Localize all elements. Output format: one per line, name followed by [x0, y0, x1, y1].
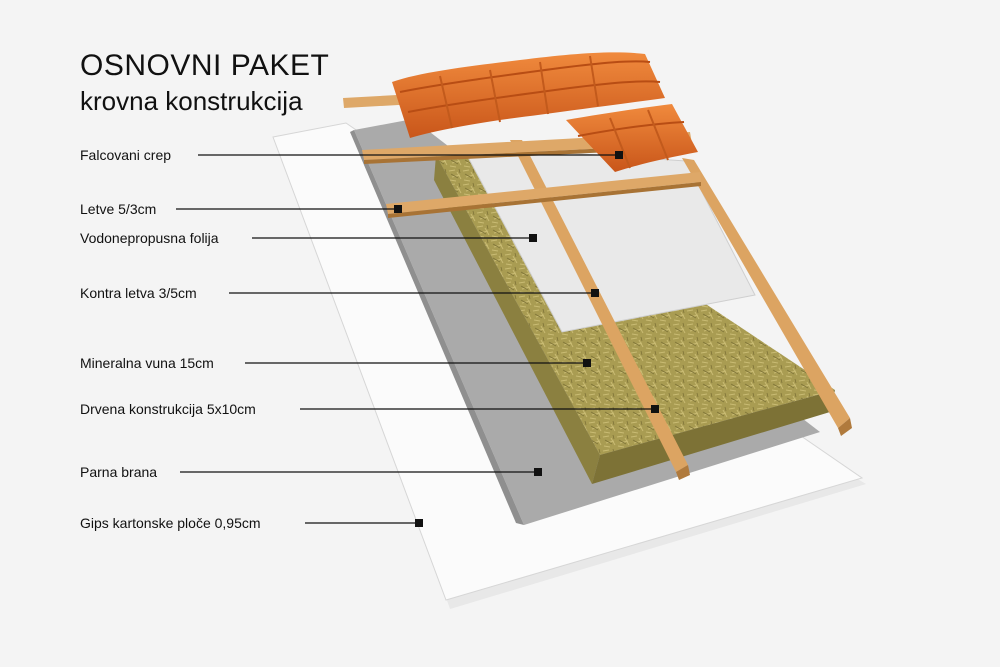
label-gypsum-board: Gips kartonske ploče 0,95cm: [80, 515, 261, 531]
diagram-subtitle: krovna konstrukcija: [80, 86, 303, 116]
leader-lines: [176, 154, 655, 524]
label-membrane: Vodonepropusna folija: [80, 230, 219, 246]
label-vapor-barrier: Parna brana: [80, 464, 158, 480]
label-tile: Falcovani crep: [80, 147, 172, 163]
leader-markers: [394, 151, 659, 527]
marker-counter-batten: [591, 289, 599, 297]
marker-vapor-barrier: [534, 468, 542, 476]
diagram-title: OSNOVNI PAKET: [80, 49, 330, 82]
marker-tile: [615, 151, 623, 159]
label-batten: Letve 5/3cm: [80, 201, 157, 217]
marker-timber-structure: [651, 405, 659, 413]
marker-gypsum-board: [415, 519, 423, 527]
marker-batten: [394, 205, 402, 213]
marker-mineral-wool: [583, 359, 591, 367]
label-mineral-wool: Mineralna vuna 15cm: [80, 355, 214, 371]
label-counter-batten: Kontra letva 3/5cm: [80, 285, 197, 301]
counter-battens: [510, 140, 852, 480]
marker-membrane: [529, 234, 537, 242]
label-timber-structure: Drvena konstrukcija 5x10cm: [80, 401, 256, 417]
